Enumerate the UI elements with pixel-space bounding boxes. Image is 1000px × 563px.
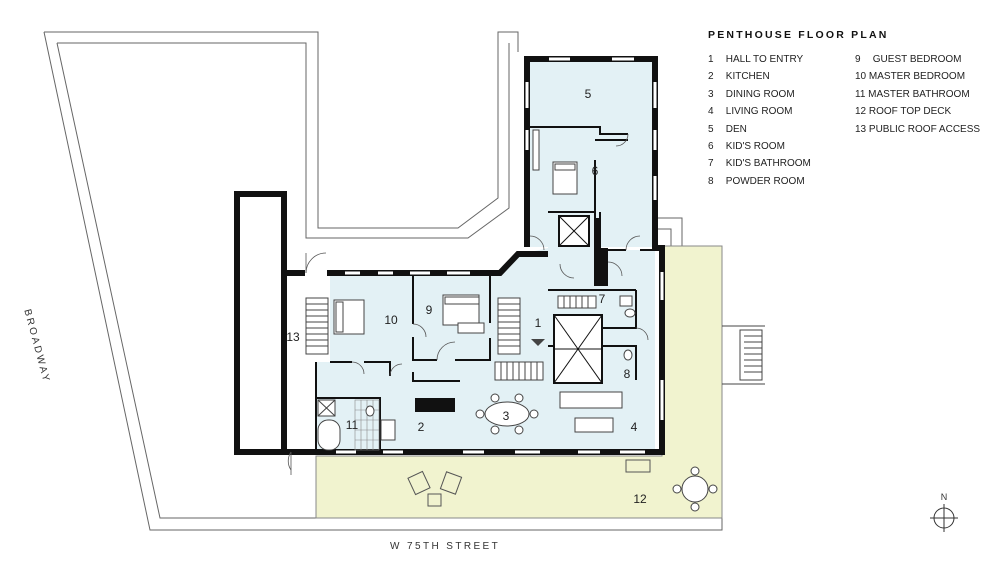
compass-icon bbox=[930, 504, 958, 532]
room-number-4: 4 bbox=[631, 420, 638, 434]
elevator-shafts bbox=[553, 215, 603, 384]
legend-column-right: 9 GUEST BEDROOM 10 MASTER BEDROOM 11 MAS… bbox=[855, 51, 980, 138]
legend-item: 8 POWDER ROOM bbox=[708, 175, 805, 187]
legend-item: 3 DINING ROOM bbox=[708, 88, 795, 100]
room-number-11: 11 bbox=[346, 418, 359, 432]
room-number-12: 12 bbox=[633, 492, 647, 506]
dining-table bbox=[475, 393, 539, 435]
legend-item: 5 DEN bbox=[708, 123, 747, 135]
room-number-1: 1 bbox=[535, 316, 542, 330]
deck-table bbox=[672, 466, 718, 512]
legend-item: 11 MASTER BATHROOM bbox=[855, 88, 970, 100]
legend-item: 13 PUBLIC ROOF ACCESS bbox=[855, 123, 981, 135]
roof-top-deck bbox=[315, 245, 765, 519]
room-number-2: 2 bbox=[418, 420, 425, 434]
window-marks bbox=[336, 57, 664, 454]
door-swings bbox=[287, 133, 649, 475]
room-number-6: 6 bbox=[592, 164, 599, 178]
room-number-7: 7 bbox=[599, 292, 606, 306]
interior-walls bbox=[315, 126, 655, 452]
legend-item: 2 KITCHEN bbox=[708, 71, 770, 83]
legend-item: 9 GUEST BEDROOM bbox=[855, 54, 962, 65]
room-number-13: 13 bbox=[286, 330, 300, 344]
entry-arrow-icon bbox=[531, 339, 545, 346]
legend-item: 12 ROOF TOP DECK bbox=[855, 106, 952, 118]
room-number-10: 10 bbox=[384, 313, 398, 327]
solid-chases bbox=[415, 218, 608, 412]
legend-item: 4 LIVING ROOM bbox=[708, 106, 793, 118]
compass-label: N bbox=[941, 492, 948, 502]
legend-item: 7 KID'S BATHROOM bbox=[708, 158, 811, 170]
interior-stairs bbox=[305, 295, 597, 381]
legend-item: 1 HALL TO ENTRY bbox=[708, 54, 804, 65]
deck-lounge-chairs bbox=[407, 459, 651, 507]
room-number-3: 3 bbox=[503, 409, 510, 423]
street-label-w75th: W 75TH STREET bbox=[390, 541, 501, 552]
legend-column-left: 1 HALL TO ENTRY 2 KITCHEN 3 DINING ROOM … bbox=[708, 51, 811, 190]
fixtures bbox=[317, 295, 636, 451]
legend-title: PENTHOUSE FLOOR PLAN bbox=[708, 29, 889, 41]
room-number-5: 5 bbox=[585, 87, 592, 101]
room-number-9: 9 bbox=[426, 303, 433, 317]
deck-stair bbox=[722, 325, 765, 385]
room-numbers: 1 2 3 4 5 6 7 8 9 10 11 12 13 bbox=[286, 87, 647, 506]
legend-item: 10 MASTER BEDROOM bbox=[855, 71, 966, 83]
legend-item: 6 KID'S ROOM bbox=[708, 141, 785, 153]
room-number-8: 8 bbox=[624, 367, 631, 381]
furniture bbox=[333, 129, 623, 433]
